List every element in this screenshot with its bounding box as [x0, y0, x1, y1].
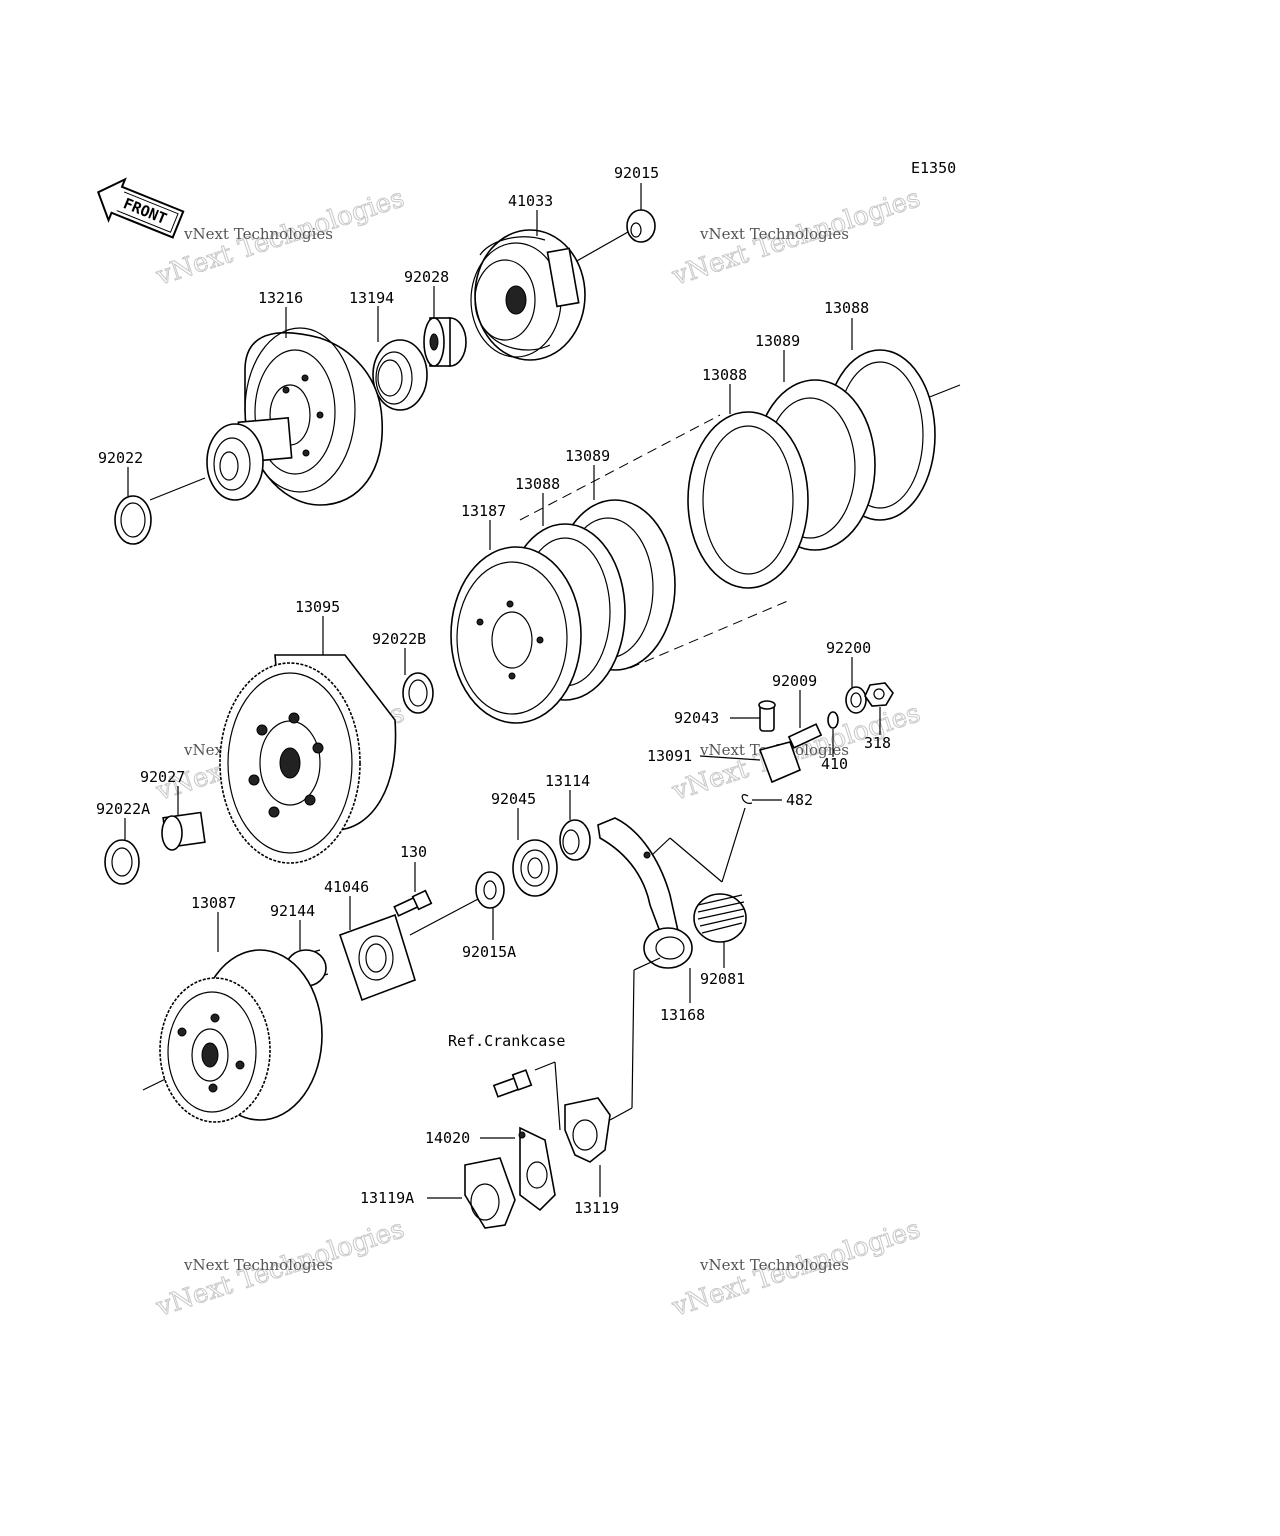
- svg-text:vNext Technologies: vNext Technologies: [183, 1256, 333, 1274]
- leader-line: [699, 755, 761, 761]
- label-13089-mid: 13089: [565, 447, 610, 465]
- part-92022: [114, 495, 152, 545]
- label-13089-top: 13089: [755, 332, 800, 350]
- label-13216: 13216: [258, 289, 303, 307]
- label-92015A: 92015A: [462, 943, 516, 961]
- label-14020: 14020: [425, 1129, 470, 1147]
- part-13194: [372, 339, 428, 411]
- leader-line: [669, 837, 723, 883]
- axis-line: [629, 599, 791, 669]
- label-13168: 13168: [660, 1006, 705, 1024]
- axis-line: [519, 414, 721, 521]
- part-92015: [626, 209, 656, 243]
- label-482: 482: [786, 791, 813, 809]
- leader-line: [721, 807, 746, 883]
- watermark-top-left: vNext Technologies vNext Technologies: [151, 183, 408, 293]
- label-92045: 92045: [491, 790, 536, 808]
- label-13087: 13087: [191, 894, 236, 912]
- svg-text:vNext Technologies: vNext Technologies: [699, 1256, 849, 1274]
- label-13187: 13187: [461, 502, 506, 520]
- part-92027: [161, 811, 206, 851]
- label-13088-mid: 13088: [702, 366, 747, 384]
- label-13114: 13114: [545, 772, 590, 790]
- leader-line: [631, 969, 635, 1109]
- part-13087: [159, 949, 323, 1123]
- label-92043: 92043: [674, 709, 719, 727]
- part-92043: [758, 700, 776, 732]
- leader-line: [554, 1061, 561, 1131]
- watermark-bottom-right: vNext Technologies vNext Technologies: [667, 1214, 924, 1324]
- watermark-top-right: vNext Technologies vNext Technologies: [667, 183, 924, 293]
- label-13095: 13095: [295, 598, 340, 616]
- part-14020: [518, 1126, 556, 1212]
- leader-line: [633, 957, 661, 971]
- part-13114: [559, 819, 591, 861]
- watermark-bottom-left: vNext Technologies vNext Technologies: [151, 1214, 408, 1324]
- part-13119A: [464, 1157, 516, 1229]
- part-92045: [512, 839, 558, 897]
- part-41046: [338, 913, 416, 1002]
- label-13194: 13194: [349, 289, 394, 307]
- part-13091: [758, 741, 802, 784]
- label-41046: 41046: [324, 878, 369, 896]
- part-92009: [787, 723, 823, 749]
- part-13216: [206, 327, 383, 506]
- label-92200: 92200: [826, 639, 871, 657]
- svg-text:vNext Technologies: vNext Technologies: [699, 225, 849, 243]
- part-13088-mid: [687, 411, 809, 589]
- label-41033: 41033: [508, 192, 553, 210]
- part-13095: [219, 654, 397, 864]
- label-13119: 13119: [574, 1199, 619, 1217]
- label-92022: 92022: [98, 449, 143, 467]
- front-arrow-icon: FRONT: [96, 177, 185, 239]
- label-13119A: 13119A: [360, 1189, 414, 1207]
- part-410: [827, 711, 839, 729]
- label-410: 410: [821, 755, 848, 773]
- part-crankcase-stud: [492, 1069, 533, 1098]
- label-130: 130: [400, 843, 427, 861]
- part-130: [393, 889, 433, 917]
- part-92015A: [475, 871, 505, 909]
- part-13187: [450, 546, 582, 724]
- part-92081: [693, 893, 747, 943]
- label-92144: 92144: [270, 902, 315, 920]
- axis-line: [574, 231, 629, 263]
- leader-line: [609, 1107, 633, 1121]
- leader-line: [534, 1061, 556, 1071]
- axis-line: [409, 897, 481, 936]
- label-92015: 92015: [614, 164, 659, 182]
- label-92022B: 92022B: [372, 630, 426, 648]
- part-318: [864, 682, 894, 707]
- label-92009: 92009: [772, 672, 817, 690]
- label-92022A: 92022A: [96, 800, 150, 818]
- part-92028: [423, 317, 467, 367]
- part-41033: [470, 229, 586, 361]
- leader-line: [651, 837, 671, 856]
- part-13168: [643, 927, 693, 969]
- part-92200: [845, 686, 867, 714]
- label-92028: 92028: [404, 268, 449, 286]
- label-92027: 92027: [140, 768, 185, 786]
- part-482: [741, 794, 753, 804]
- axis-line: [149, 477, 206, 501]
- diagram-code: E1350: [911, 159, 956, 177]
- part-92022A: [104, 839, 140, 885]
- label-ref-crankcase: Ref.Crankcase: [448, 1032, 565, 1050]
- part-92022B: [402, 672, 434, 714]
- label-318: 318: [864, 734, 891, 752]
- part-release-lever: [597, 817, 681, 947]
- label-13088-top: 13088: [824, 299, 869, 317]
- label-13088-low: 13088: [515, 475, 560, 493]
- svg-text:vNext Technologies: vNext Technologies: [183, 225, 333, 243]
- part-13119: [564, 1097, 611, 1163]
- label-92081: 92081: [700, 970, 745, 988]
- label-13091: 13091: [647, 747, 692, 765]
